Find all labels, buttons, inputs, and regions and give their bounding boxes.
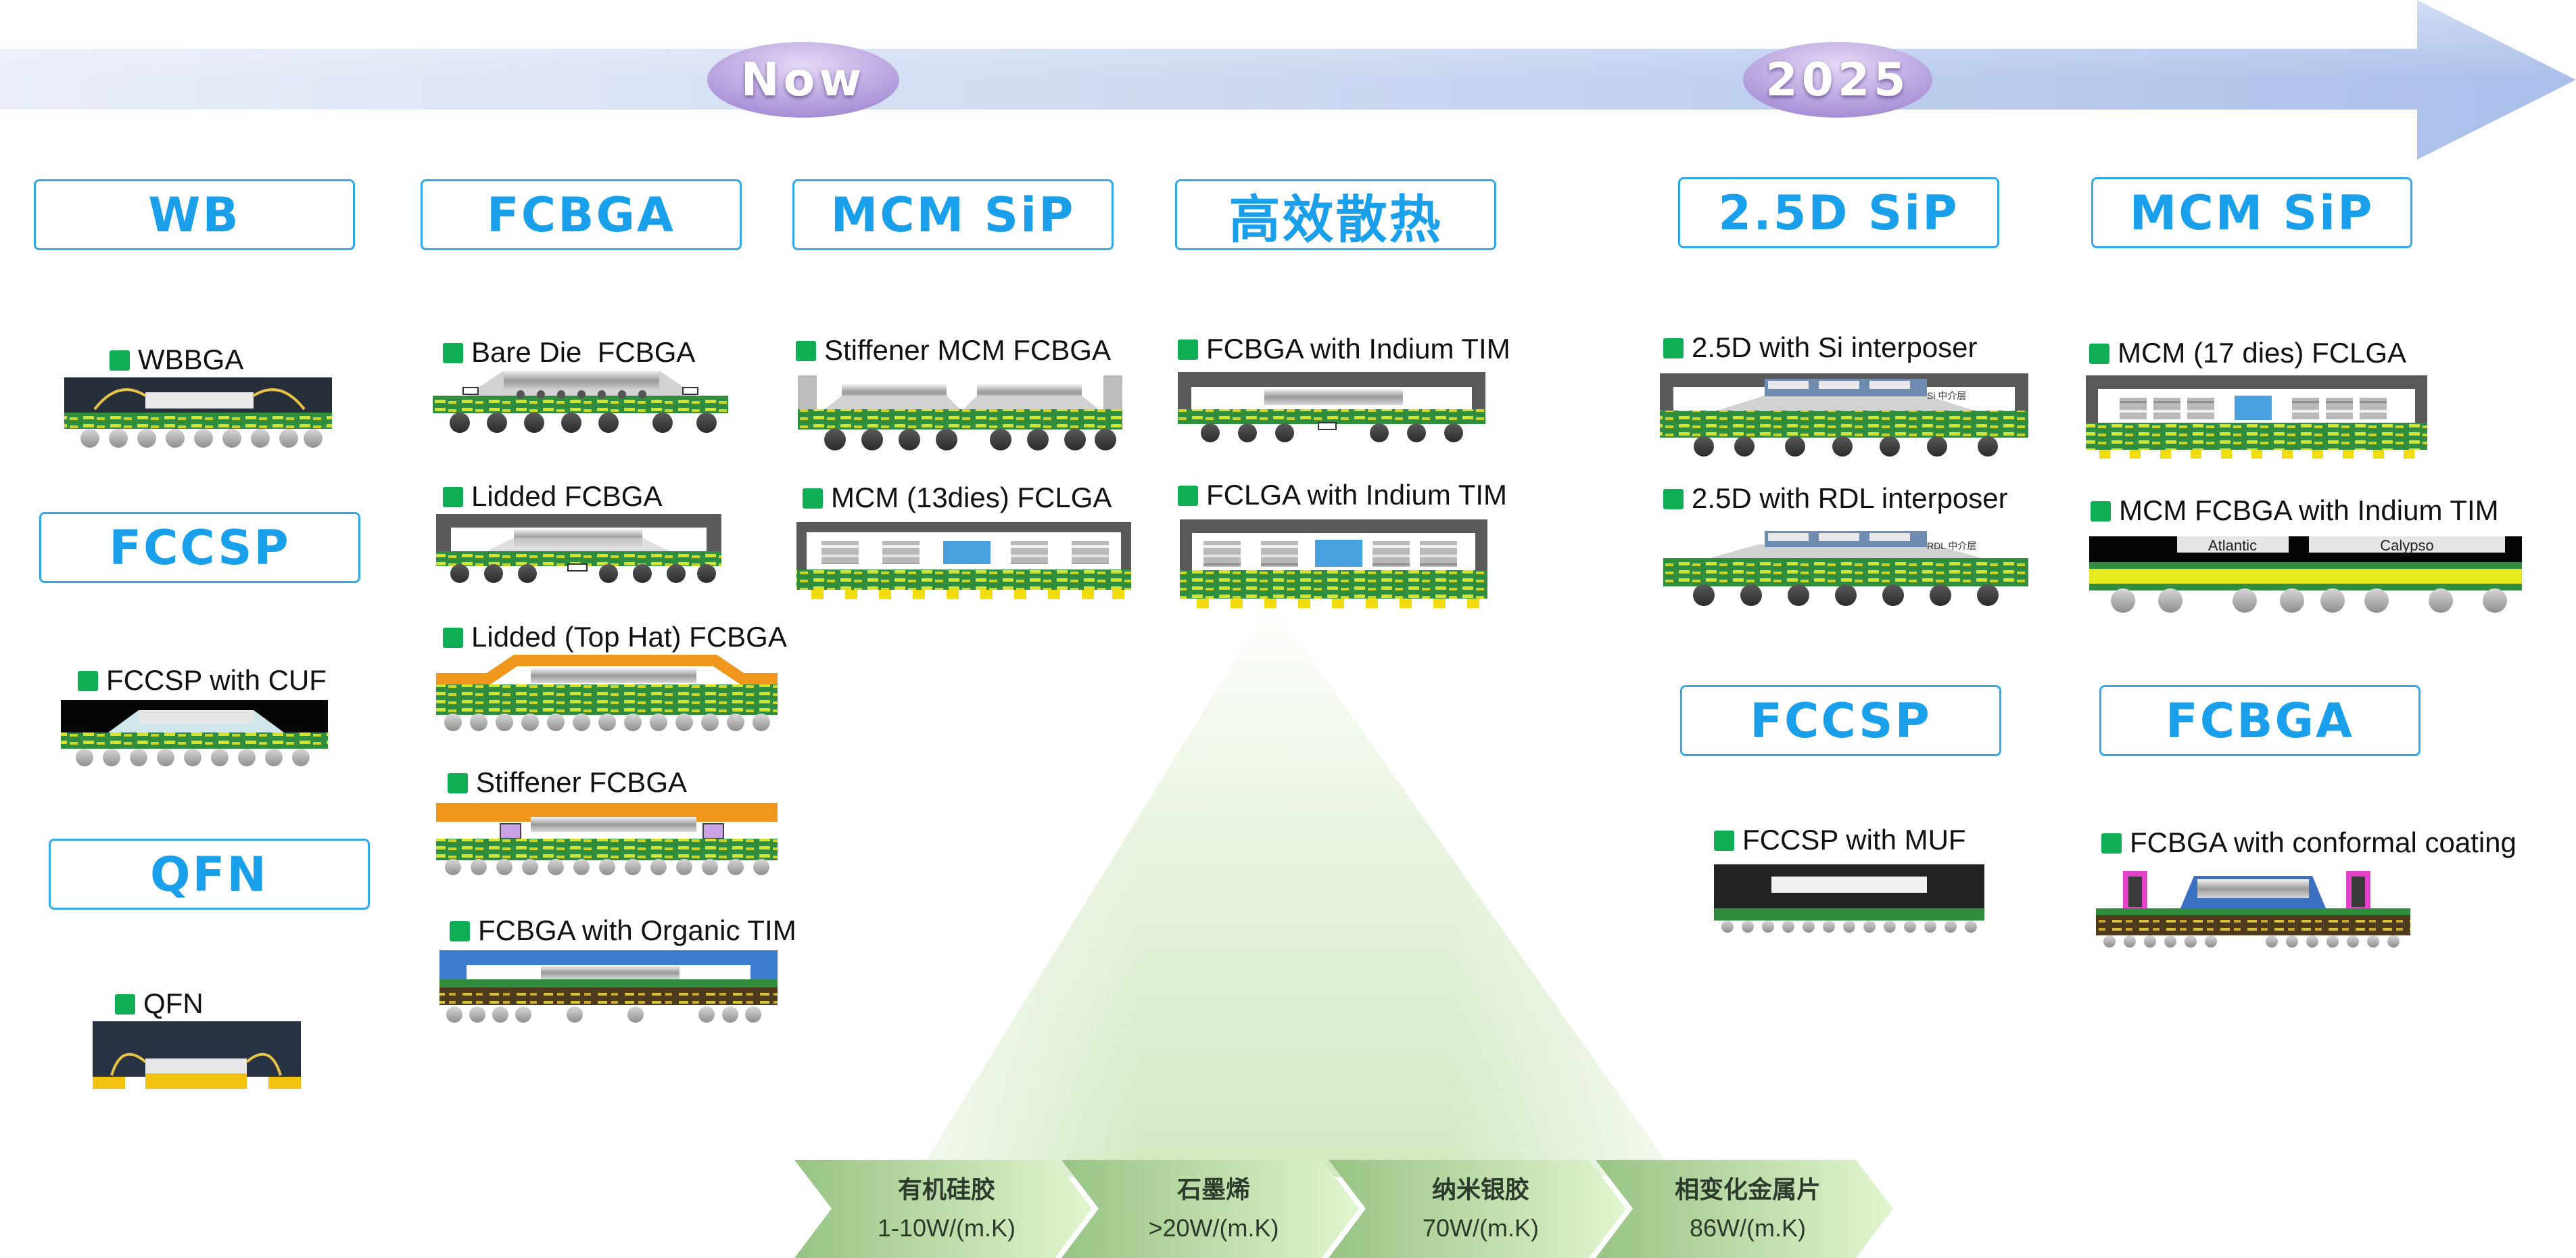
label-conformal-fcbga: FCBGA with conformal coating xyxy=(2101,826,2517,859)
label-si-interposer: 2.5D with Si interposer xyxy=(1663,331,1978,364)
label-mcm-17dies: MCM (17 dies) FCLGA xyxy=(2089,337,2406,369)
atlantic-label: Atlantic xyxy=(2208,537,2257,554)
marker-icon xyxy=(78,671,98,691)
marker-icon xyxy=(1663,489,1684,509)
category-2-5d-sip: 2.5D SiP xyxy=(1678,177,1999,248)
tim-stage-title: 相变化金属片 xyxy=(1674,1175,1821,1204)
rdl-layer-label: RDL 中介层 xyxy=(1927,540,1976,551)
label-fccsp-muf: FCCSP with MUF xyxy=(1714,824,1966,856)
category-thermal: 高效散热 xyxy=(1175,179,1496,250)
marker-icon xyxy=(443,343,463,363)
marker-icon xyxy=(2101,833,2122,854)
tim-stage-3: 纳米银胶 70W/(m.K) xyxy=(1366,1163,1596,1255)
category-wb: WB xyxy=(34,179,355,250)
category-qfn: QFN xyxy=(49,839,370,910)
marker-icon xyxy=(1178,340,1198,360)
label-qfn: QFN xyxy=(115,987,204,1020)
tim-stage-title: 纳米银胶 xyxy=(1431,1175,1529,1204)
marker-icon xyxy=(450,921,470,941)
tim-stage-title: 有机硅胶 xyxy=(897,1175,995,1204)
category-fccsp-2: FCCSP xyxy=(1680,685,2001,756)
tim-stage-value: 1-10W/(m.K) xyxy=(877,1213,1016,1242)
label-indium-fclga: FCLGA with Indium TIM xyxy=(1178,479,1507,511)
marker-icon xyxy=(803,488,823,509)
tim-stage-value: 86W/(m.K) xyxy=(1689,1213,1806,1242)
marker-icon xyxy=(2091,501,2111,521)
category-fccsp: FCCSP xyxy=(39,512,360,583)
marker-icon xyxy=(1663,338,1684,358)
label-mcm-13dies: MCM (13dies) FCLGA xyxy=(803,482,1112,514)
tim-stage-title: 石墨烯 xyxy=(1176,1175,1250,1204)
label-organic-tim-fcbga: FCBGA with Organic TIM xyxy=(450,914,796,947)
label-top-hat-fcbga: Lidded (Top Hat) FCBGA xyxy=(443,621,787,653)
label-stiffener-fcbga: Stiffener FCBGA xyxy=(448,766,687,799)
label-wbbga: WBBGA xyxy=(110,344,243,376)
tim-stage-value: 70W/(m.K) xyxy=(1422,1213,1539,1242)
label-indium-fcbga: FCBGA with Indium TIM xyxy=(1178,333,1510,365)
category-fcbga: FCBGA xyxy=(421,179,742,250)
marker-icon xyxy=(443,628,463,648)
marker-icon xyxy=(1178,486,1198,506)
tim-stage-value: >20W/(m.K) xyxy=(1148,1213,1279,1242)
timeline-now-label: Now xyxy=(740,53,866,107)
marker-icon xyxy=(2089,344,2109,364)
marker-icon xyxy=(110,350,130,371)
category-fcbga-2: FCBGA xyxy=(2099,685,2420,756)
marker-icon xyxy=(115,994,135,1015)
marker-icon xyxy=(796,341,816,361)
category-mcm-sip: MCM SiP xyxy=(792,179,1114,250)
tim-stage-arrows xyxy=(794,1160,1893,1258)
label-mcm-fcbga-indium: MCM FCBGA with Indium TIM xyxy=(2091,494,2499,527)
marker-icon xyxy=(1714,831,1734,851)
label-lidded-fcbga: Lidded FCBGA xyxy=(443,480,662,513)
label-rdl-interposer: 2.5D with RDL interposer xyxy=(1663,482,2008,515)
label-bare-die-fcbga: Bare Die FCBGA xyxy=(443,336,695,369)
calypso-label: Calypso xyxy=(2380,537,2433,554)
tim-stage-4: 相变化金属片 86W/(m.K) xyxy=(1633,1163,1863,1255)
marker-icon xyxy=(443,487,463,507)
category-mcm-sip-2: MCM SiP xyxy=(2091,177,2412,248)
marker-icon xyxy=(448,773,468,793)
tim-stage-1: 有机硅胶 1-10W/(m.K) xyxy=(832,1163,1062,1255)
si-layer-label: Si 中介层 xyxy=(1927,390,1966,401)
label-fccsp-cuf: FCCSP with CUF xyxy=(78,664,327,697)
tim-stage-2: 石墨烯 >20W/(m.K) xyxy=(1099,1163,1329,1255)
timeline-2025-label: 2025 xyxy=(1765,53,1910,107)
label-stiffener-mcm-fcbga: Stiffener MCM FCBGA xyxy=(796,334,1111,367)
